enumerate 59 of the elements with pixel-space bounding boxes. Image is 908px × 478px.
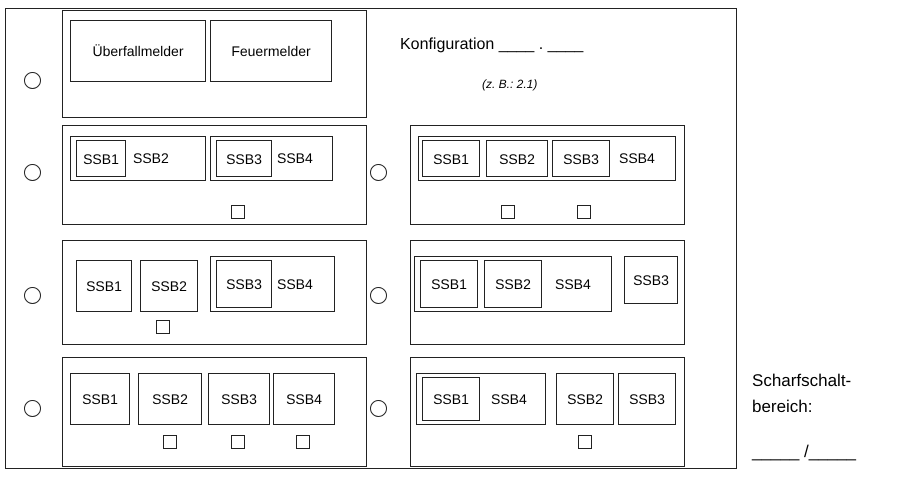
group-frame xyxy=(70,136,206,181)
option-circle xyxy=(24,72,41,89)
fill-in-blanks: _____ /_____ xyxy=(752,442,856,462)
module-box: Überfallmelder xyxy=(70,20,206,82)
checkbox xyxy=(296,435,310,449)
group-frame xyxy=(418,136,676,181)
section-label: Scharfschalt- bereich: xyxy=(752,370,852,418)
module-label: SSB2 xyxy=(133,150,169,166)
checkbox xyxy=(163,435,177,449)
group-frame xyxy=(414,256,612,312)
module-box: SSB3 xyxy=(208,373,270,425)
module-box: SSB2 xyxy=(140,260,198,312)
module-box: SSB4 xyxy=(273,373,335,425)
module-box: SSB2 xyxy=(556,373,614,425)
option-panel xyxy=(410,240,685,345)
checkbox xyxy=(156,320,170,334)
module-box: SSB1 xyxy=(420,260,478,308)
module-box: SSB3 xyxy=(216,140,272,177)
module-box: SSB1 xyxy=(76,140,126,177)
group-frame xyxy=(210,136,333,181)
module-label: SSB4 xyxy=(619,150,655,166)
option-panel xyxy=(410,125,685,225)
module-box: SSB3 xyxy=(618,373,676,425)
checkbox xyxy=(231,205,245,219)
configuration-field: Konfiguration ____ . ____ xyxy=(400,36,584,54)
module-label: SSB4 xyxy=(555,276,591,292)
module-box: SSB1 xyxy=(422,140,480,177)
module-label: SSB4 xyxy=(491,391,527,407)
module-box: SSB3 xyxy=(624,256,678,304)
module-box: SSB1 xyxy=(70,373,130,425)
module-label: SSB4 xyxy=(277,276,313,292)
option-panel xyxy=(410,357,685,467)
option-panel xyxy=(62,10,367,118)
module-box: SSB2 xyxy=(486,140,548,177)
group-frame xyxy=(416,373,546,425)
checkbox xyxy=(231,435,245,449)
module-box: SSB3 xyxy=(552,140,610,177)
option-circle xyxy=(370,164,387,181)
form-sheet xyxy=(5,8,737,469)
module-label: SSB4 xyxy=(277,150,313,166)
module-box: Feuermelder xyxy=(210,20,332,82)
group-frame xyxy=(210,256,335,312)
module-box: SSB1 xyxy=(422,377,480,421)
option-circle xyxy=(24,400,41,417)
checkbox xyxy=(501,205,515,219)
module-box: SSB2 xyxy=(484,260,542,308)
option-circle xyxy=(370,287,387,304)
example-note: (z. B.: 2.1) xyxy=(482,77,538,91)
option-panel xyxy=(62,357,367,467)
option-panel xyxy=(62,240,367,345)
module-box: SSB2 xyxy=(138,373,202,425)
module-box: SSB3 xyxy=(216,260,272,308)
checkbox xyxy=(577,205,591,219)
module-box: SSB1 xyxy=(76,260,132,312)
checkbox xyxy=(578,435,592,449)
option-circle xyxy=(24,164,41,181)
option-circle xyxy=(24,287,41,304)
option-circle xyxy=(370,400,387,417)
option-panel xyxy=(62,125,367,225)
